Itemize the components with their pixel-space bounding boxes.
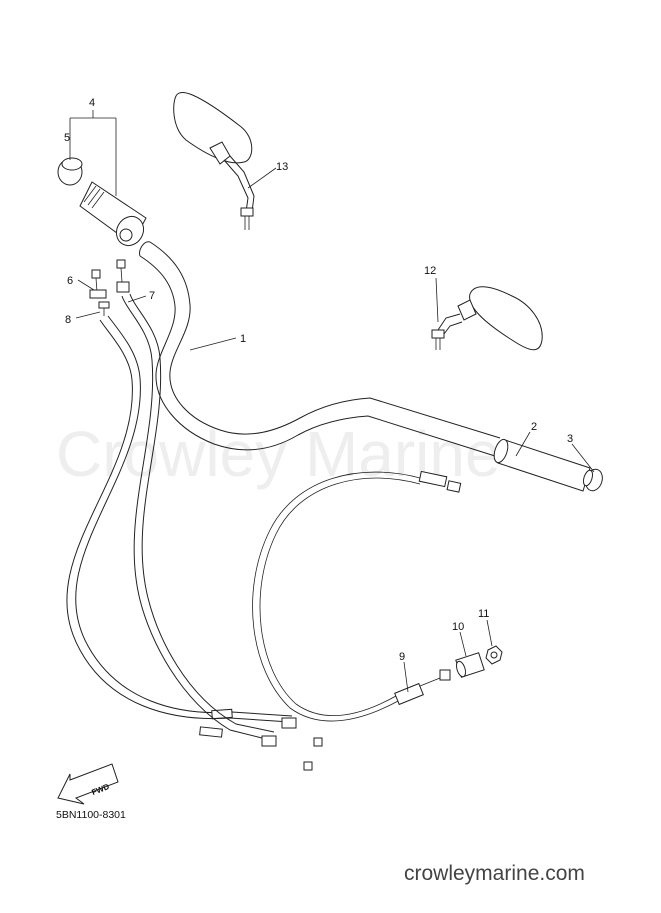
part-label-12: 12 [424,265,436,277]
part-label-10: 10 [452,621,464,633]
lock-nut[interactable] [485,645,503,665]
throttle-cable-1[interactable] [66,315,323,747]
grip-cap[interactable] [57,157,83,186]
left-mirror[interactable] [173,92,255,230]
cable-adjuster[interactable] [116,259,130,293]
cable-adjuster-bolt[interactable] [455,652,485,678]
right-grip[interactable] [492,438,591,492]
part-label-13: 13 [276,161,288,173]
part-label-1: 1 [240,333,246,345]
part-label-6: 6 [67,275,73,287]
handlebar[interactable] [139,241,501,457]
clutch-cable[interactable] [252,470,462,722]
right-mirror[interactable] [431,286,543,351]
throttle-grip-assembly[interactable] [79,181,149,250]
part-label-7: 7 [149,290,155,302]
throttle-cable-2[interactable] [121,293,313,771]
site-url[interactable]: crowleymarine.com [404,862,585,885]
part-label-3: 3 [567,433,573,445]
cable-guide[interactable] [89,269,107,299]
part-label-5: 5 [64,132,70,144]
part-label-2: 2 [531,421,537,433]
forward-arrow-icon: FWD [57,763,119,805]
part-label-9: 9 [399,651,405,663]
part-label-11: 11 [478,608,489,620]
drawing-code: 5BN1100-8301 [56,809,126,821]
leader-lines [69,110,595,693]
guide-screw[interactable] [98,301,110,316]
grip-end-cap[interactable] [582,467,605,493]
part-label-4: 4 [89,97,95,109]
part-label-8: 8 [65,314,71,326]
